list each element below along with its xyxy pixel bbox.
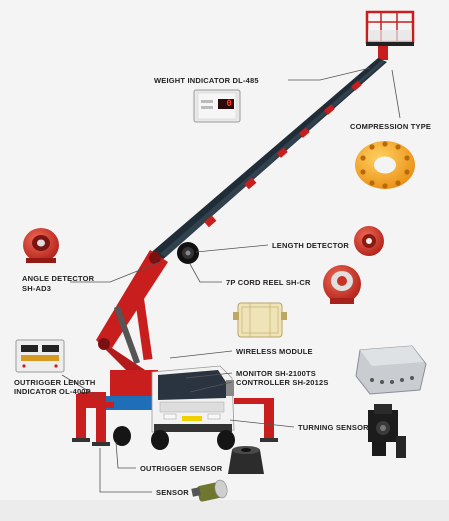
floor <box>0 500 449 521</box>
label-outrigger-sensor: OUTRIGGER SENSOR <box>140 464 223 473</box>
turning-sensor-device <box>368 404 406 458</box>
label-controller: CONTROLLER SH-2012S <box>236 378 329 387</box>
leader-lines <box>61 67 401 493</box>
proximity-sensor-device <box>191 479 228 502</box>
telescopic-boom <box>147 58 387 262</box>
controller-device <box>355 345 427 395</box>
label-outrigger-length-model: INDICATOR OL-400P <box>14 387 91 396</box>
label-length-detector: LENGTH DETECTOR <box>272 241 350 250</box>
label-weight-indicator: WEIGHT INDICATOR DL-485 <box>154 76 259 85</box>
weight-indicator-device <box>193 89 241 123</box>
outrigger-right <box>234 398 278 442</box>
compression-load-cell <box>355 141 415 189</box>
label-monitor: MONITOR SH-2100TS <box>236 369 316 378</box>
weight-readout: 0 <box>226 99 232 109</box>
label-angle-detector-model: SH-AD3 <box>22 284 52 293</box>
label-sensor: SENSOR <box>156 488 189 497</box>
work-basket <box>365 10 415 60</box>
label-cord-reel: 7P CORD REEL SH-CR <box>226 278 311 287</box>
truck-wheels <box>113 426 235 450</box>
length-detector-device <box>354 226 384 256</box>
wireless-module-device <box>233 302 287 338</box>
crane-turret <box>80 370 158 410</box>
cord-reel-device <box>323 265 361 304</box>
truck-cab <box>151 365 235 433</box>
outrigger-left <box>72 392 114 446</box>
outrigger-sensor-device <box>228 446 264 474</box>
label-turning-sensor: TURNING SENSOR <box>298 423 369 432</box>
label-wireless-module: WIRELESS MODULE <box>236 347 313 356</box>
outrigger-length-indicator-device <box>15 339 65 373</box>
cord-reel-on-boom <box>177 242 199 264</box>
label-angle-detector: ANGLE DETECTOR <box>22 274 95 283</box>
angle-detector-device <box>23 228 59 263</box>
label-outrigger-length: OUTRIGGER LENGTH <box>14 378 96 387</box>
label-compression-type: COMPRESSION TYPE <box>350 122 432 131</box>
